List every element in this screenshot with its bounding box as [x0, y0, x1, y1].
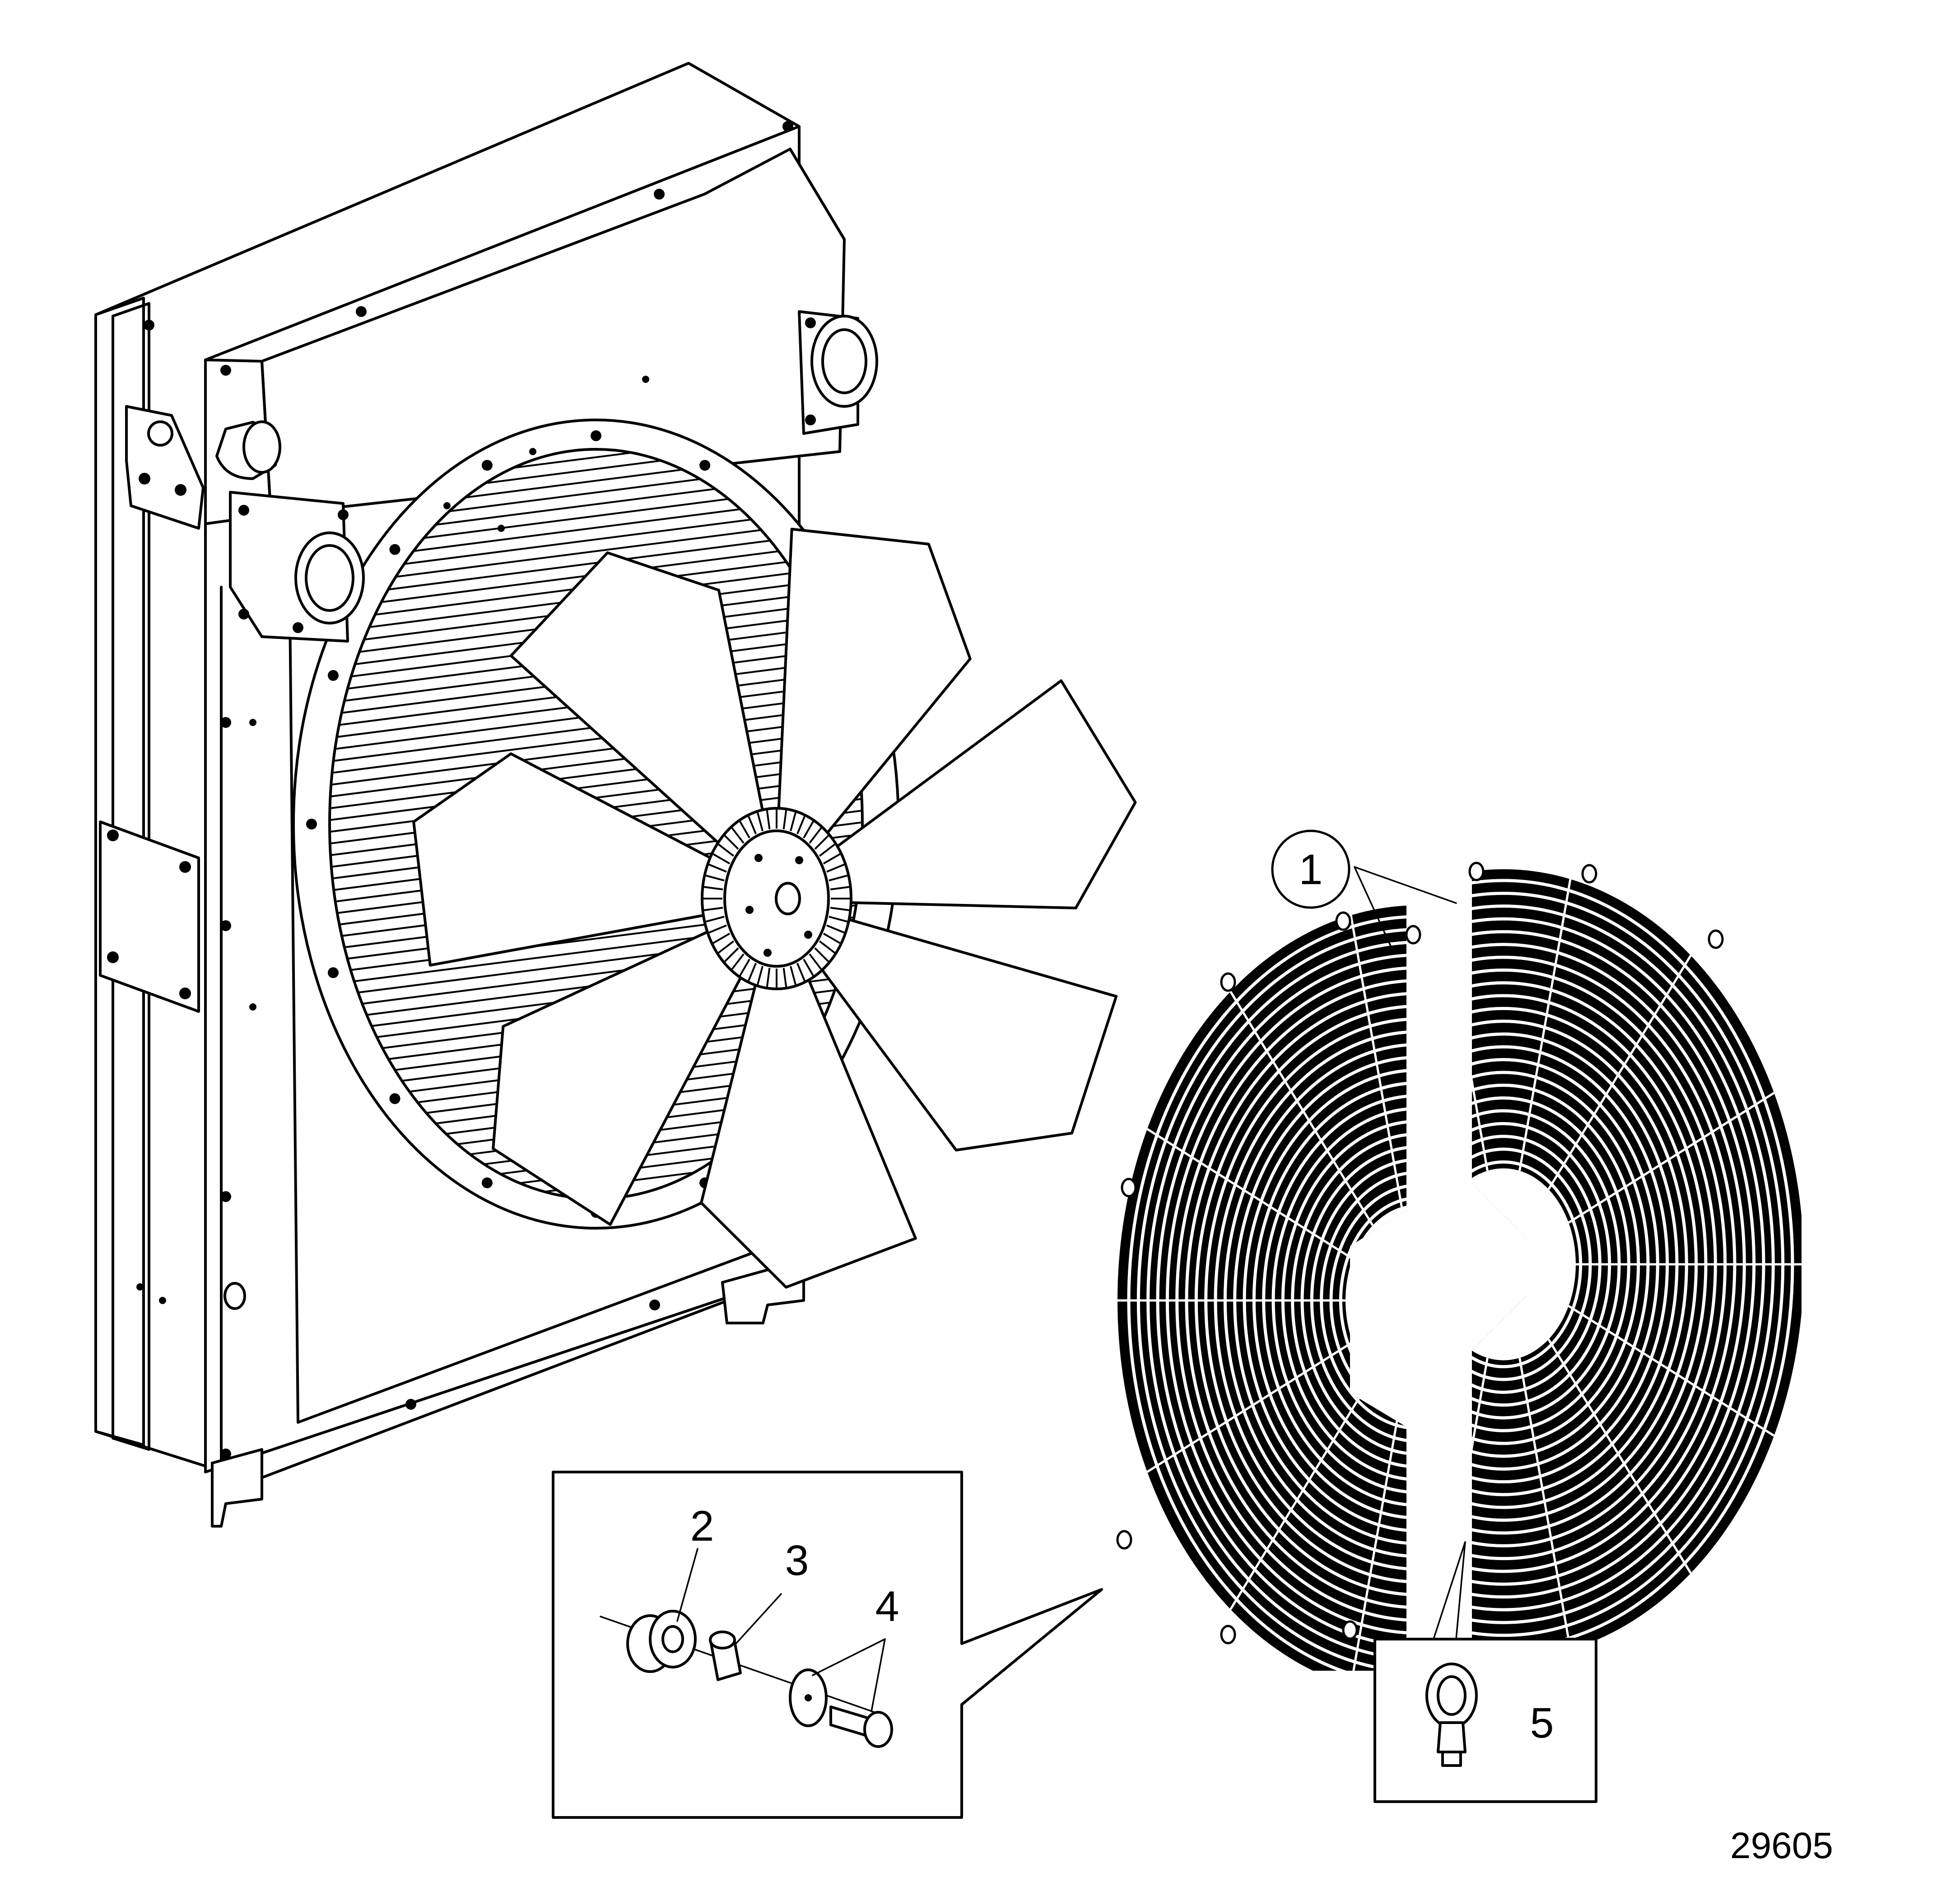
- spacer-sleeve: [709, 1631, 742, 1681]
- cooling-fan: [412, 527, 1137, 1289]
- callout-label-3: 3: [785, 1537, 809, 1584]
- fan-blades: [412, 527, 1137, 1289]
- detail-box-frame: [552, 1471, 1103, 1819]
- fan-guard: [1116, 862, 1802, 1671]
- callout-label-4: 4: [875, 1583, 899, 1631]
- bolt: [829, 1705, 893, 1748]
- lifting-bracket: [125, 405, 205, 530]
- eye-bolt: [1425, 1663, 1478, 1767]
- callout-label-2: 2: [690, 1502, 714, 1550]
- callout-label-1: 1: [1299, 846, 1323, 894]
- side-cover-plate: [99, 820, 200, 1013]
- detail-box-frame-2: [1373, 1638, 1597, 1803]
- right-pipe-connection: [798, 310, 878, 435]
- detail-view-mounting-hardware: 2 3 4: [552, 1471, 1103, 1819]
- outlet-pipe: [229, 491, 365, 643]
- washer: [789, 1668, 828, 1727]
- upper-hose-connection: [215, 420, 281, 480]
- callout-1: 1: [1271, 829, 1457, 947]
- callout-label-5: 5: [1530, 1699, 1554, 1747]
- grommet: [626, 1610, 697, 1673]
- guard-mounting-eyes: [1116, 862, 1724, 1645]
- figure-number: 29605: [1730, 1825, 1833, 1866]
- detail-view-eye-bolt: 5: [1373, 1541, 1597, 1803]
